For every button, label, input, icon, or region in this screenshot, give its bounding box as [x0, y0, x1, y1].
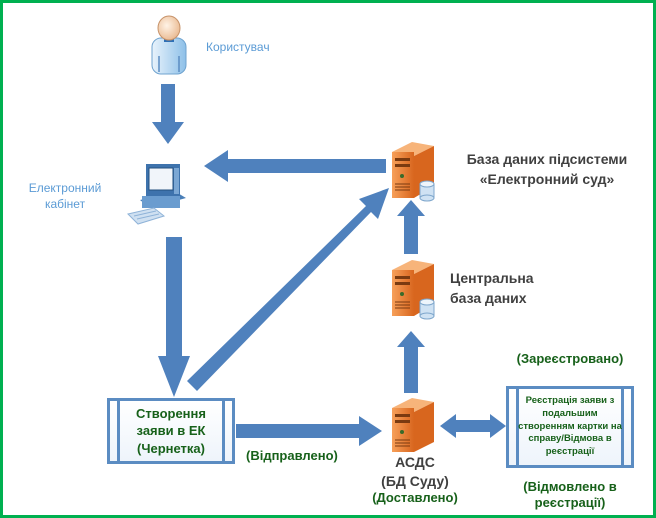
cabinet-label-line1: Електронний [28, 181, 102, 195]
arrow-central-to-ecourt [397, 200, 425, 254]
registration-line3: створенням картки на [518, 420, 622, 432]
delivered-status: (Доставлено) [372, 490, 458, 505]
registration-box: Реєстрація заяви з подальшим створенням … [506, 386, 634, 468]
cabinet-label: Електронний кабінет [26, 181, 104, 212]
registration-line4: справу/Відмова в [528, 433, 612, 445]
user-icon [151, 15, 187, 75]
arrow-request-to-asds [236, 416, 382, 446]
create-request-line3: (Чернетка) [137, 440, 205, 456]
registration-line5: реєстрації [545, 446, 595, 458]
arrow-request-to-ecourt [187, 188, 389, 391]
central-db-label-line2: база даних [450, 290, 527, 307]
rejected-status: (Відмовлено в реєстрації) [505, 479, 635, 512]
registration-line2: подальшим [542, 407, 598, 419]
asds-server-icon [392, 398, 434, 452]
rejected-status-line1: (Відмовлено в [523, 479, 617, 494]
create-request-line2: заяви в ЕК [136, 423, 206, 439]
arrow-cabinet-to-request [158, 237, 190, 397]
arrow-asds-registration [440, 414, 506, 438]
central-db-label-line1: Центральна [450, 270, 534, 286]
user-label: Користувач [206, 40, 270, 54]
central-db-label: Центральна база даних [450, 268, 534, 309]
cabinet-label-line2: кабінет [44, 196, 86, 211]
asds-label: АСДС (БД Суду) [370, 453, 460, 491]
registration-text: Реєстрація заяви з подальшим створенням … [518, 395, 622, 459]
sent-status: (Відправлено) [246, 448, 338, 463]
registered-status: (Зареєстровано) [516, 351, 624, 366]
ecourt-db-label-line1: База даних підсистеми [466, 151, 628, 167]
registration-line1: Реєстрація заяви з [525, 394, 615, 406]
central-server-database-icon [392, 260, 435, 320]
create-request-box: Створення заяви в ЕК (Чернетка) [107, 398, 235, 464]
ecourt-server-database-icon [392, 142, 435, 202]
asds-label-line2: (БД Суду) [381, 472, 449, 489]
arrow-ecourt-to-cabinet [204, 150, 386, 182]
ecourt-db-label: База даних підсистеми «Електронний суд» [452, 149, 642, 190]
rejected-status-line2: реєстрації) [534, 495, 606, 511]
arrow-user-to-cabinet [152, 84, 184, 144]
create-request-line1: Створення [136, 405, 206, 421]
computer-icon [127, 164, 186, 225]
asds-label-line1: АСДС [395, 454, 435, 470]
ecourt-db-label-line2: «Електронний суд» [479, 171, 615, 188]
arrow-asds-to-central [397, 331, 425, 393]
create-request-text: Створення заяви в ЕК (Чернетка) [136, 405, 206, 458]
